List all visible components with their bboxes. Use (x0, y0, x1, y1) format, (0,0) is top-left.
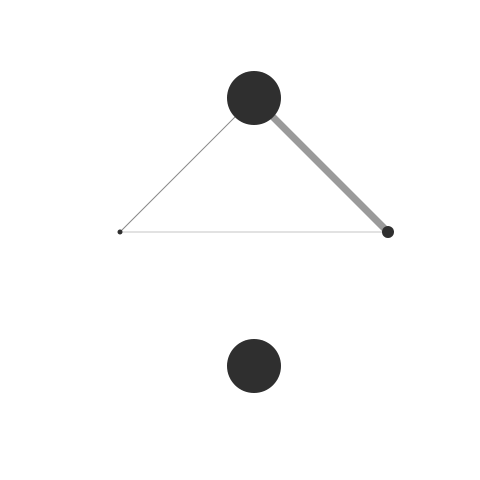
node-top (227, 71, 281, 125)
node-left (117, 229, 123, 235)
edges-layer (119, 94, 392, 236)
node-right (382, 226, 394, 238)
edge-top-left (119, 97, 255, 233)
edge-top-right (250, 94, 392, 236)
node-bottom (227, 339, 281, 393)
nodes-layer (117, 71, 394, 393)
